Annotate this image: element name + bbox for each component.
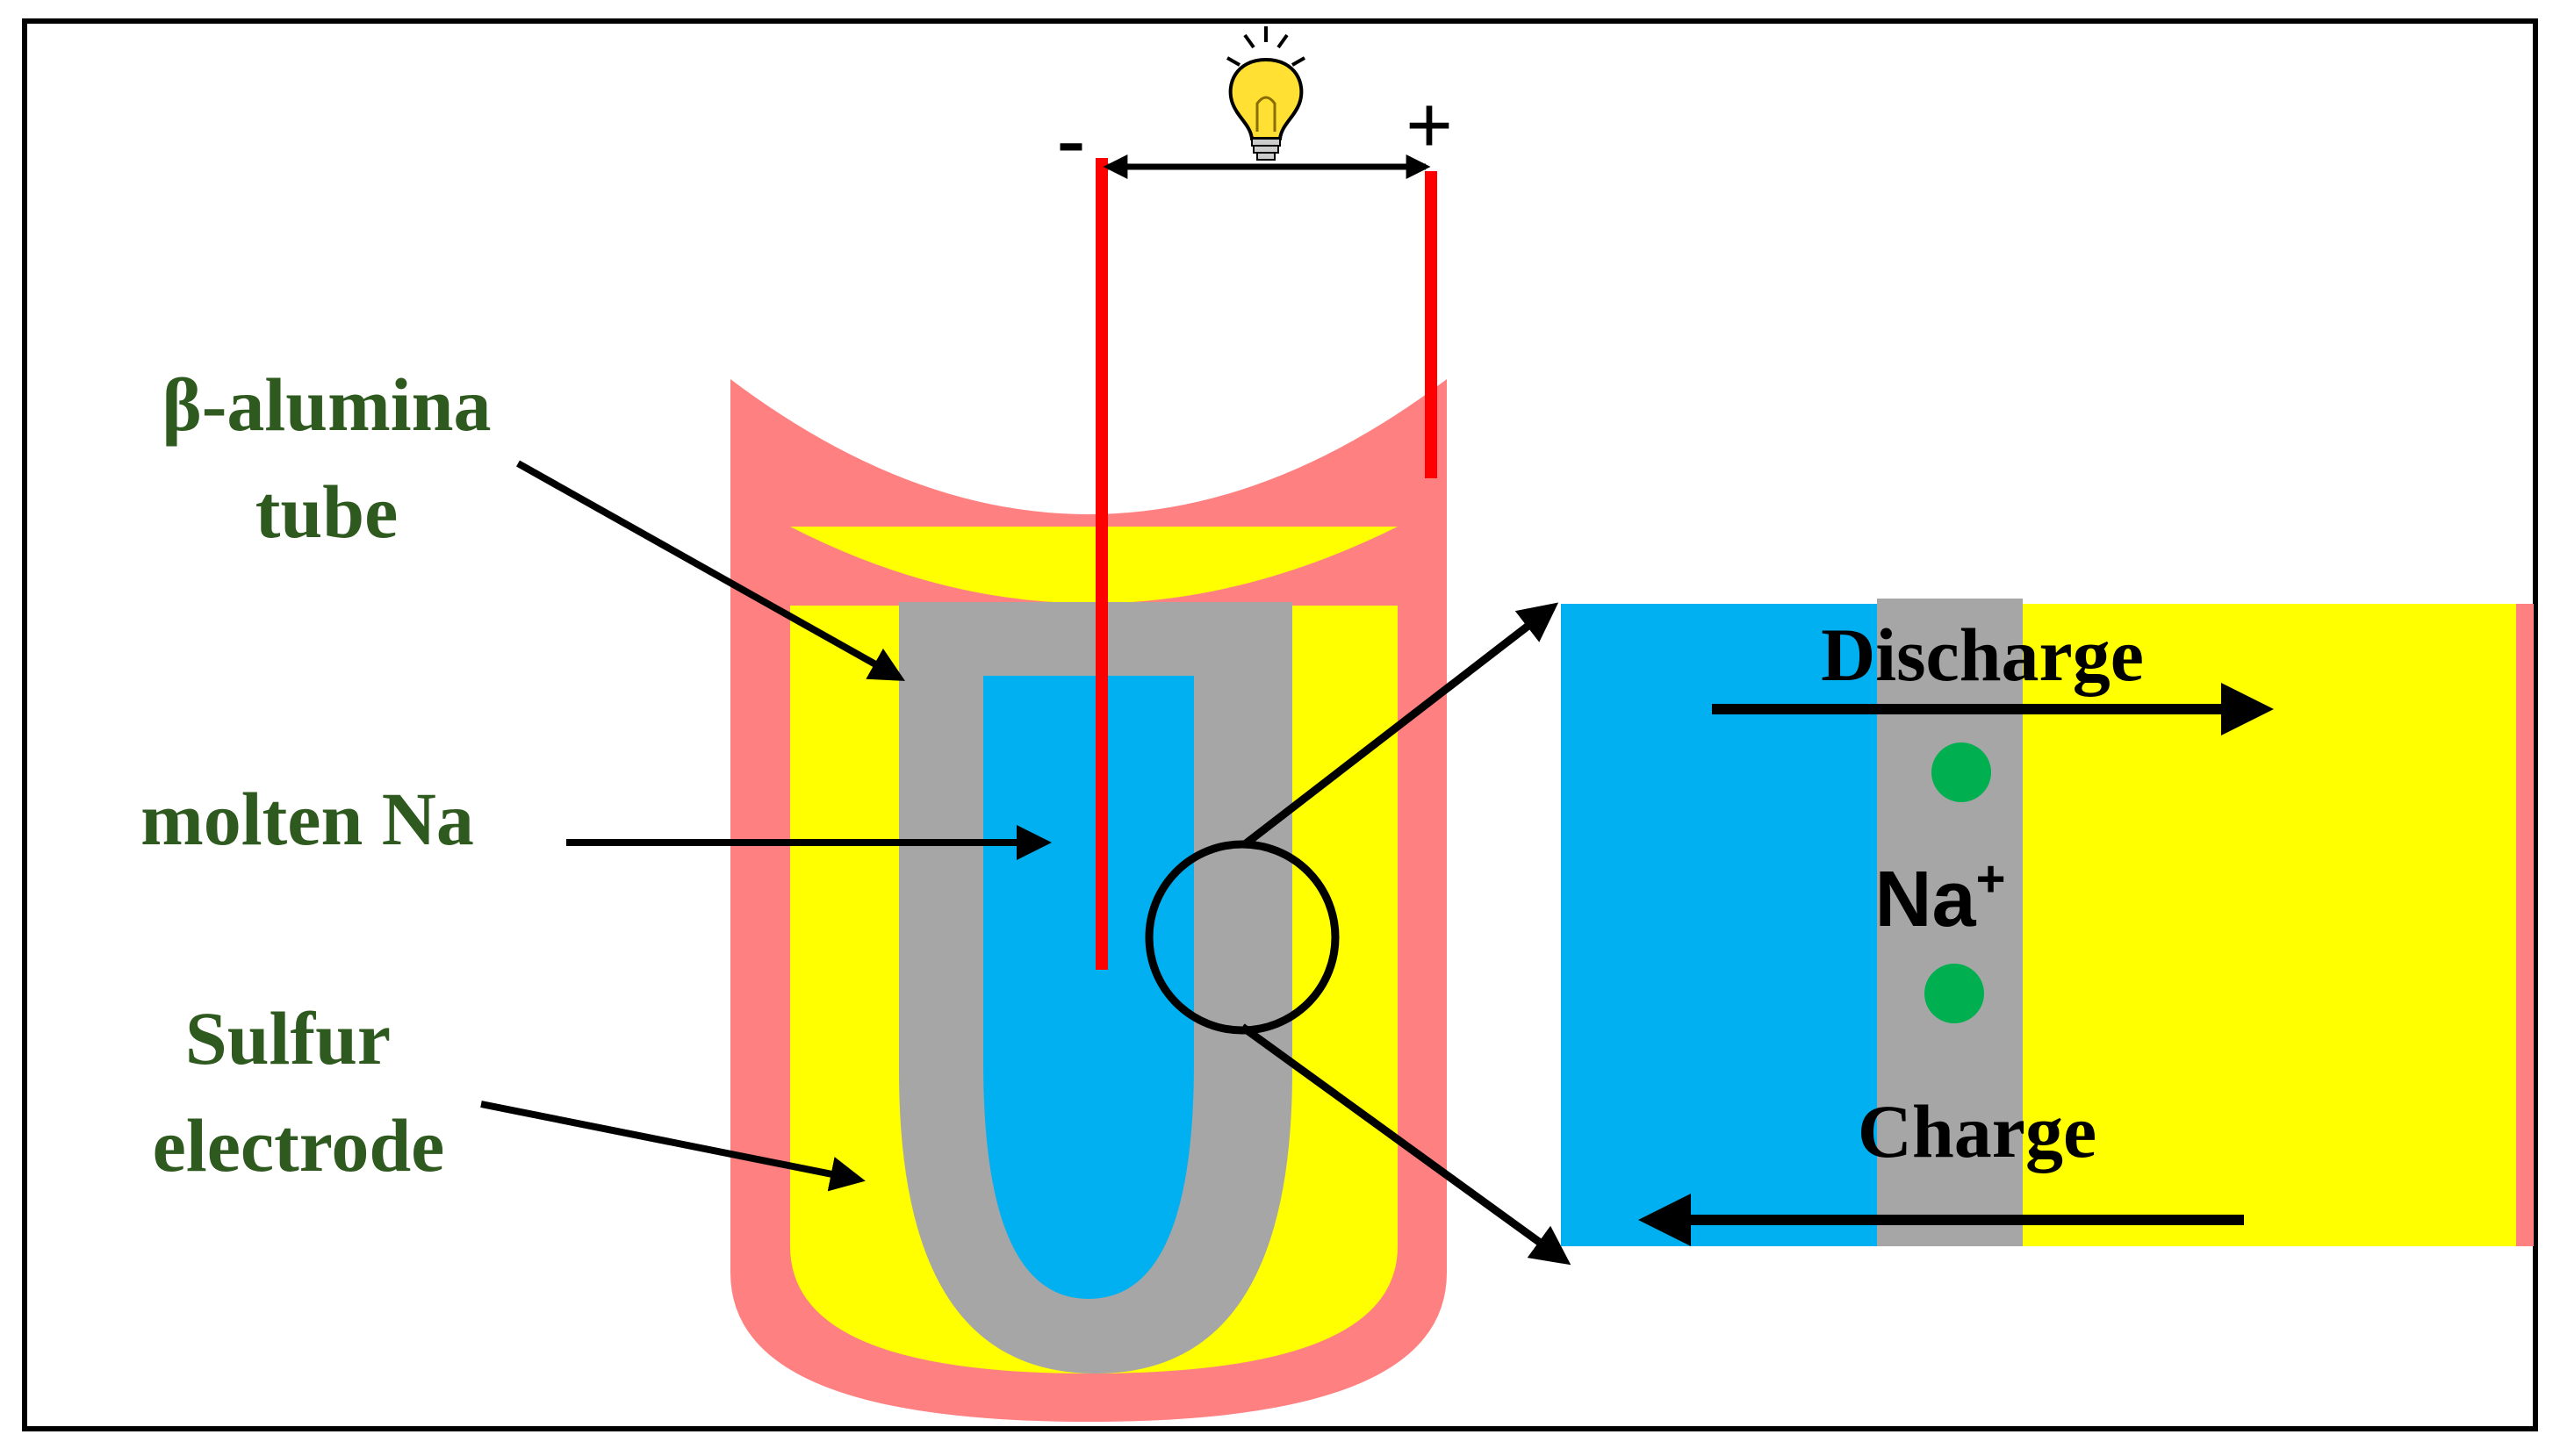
zoom-sulfur-layer: [2023, 604, 2516, 1246]
na-ion-dot-upper: [1931, 742, 1991, 802]
zoom-line-upper: [1242, 602, 1559, 848]
molten-na-label: molten Na: [140, 777, 474, 861]
discharge-label: Discharge: [1821, 613, 2144, 697]
positive-terminal-label: +: [1406, 78, 1454, 172]
zoom-sodium-layer: [1561, 604, 1877, 1246]
sulfur-electrode-label-line2: electrode: [153, 1103, 445, 1187]
zoom-line-lower: [1240, 1023, 1571, 1266]
lightbulb-icon: [1226, 26, 1305, 161]
beta-alumina-label-line2: tube: [255, 470, 398, 554]
sulfur-electrode-label-line1: Sulfur: [185, 996, 391, 1080]
na-ion-dot-lower: [1924, 964, 1984, 1023]
negative-terminal-label: -: [1057, 91, 1085, 185]
sulfur-electrode-pointer-arrow: [480, 1101, 866, 1192]
zoom-casing-layer: [2516, 604, 2534, 1246]
beta-alumina-label-line1: β-alumina: [162, 362, 491, 447]
na-ion-label: Na+: [1875, 850, 2006, 943]
casing-inner-lip: [790, 527, 1398, 606]
charge-label: Charge: [1858, 1089, 2096, 1173]
beta-alumina-pointer-arrow: [516, 460, 905, 681]
